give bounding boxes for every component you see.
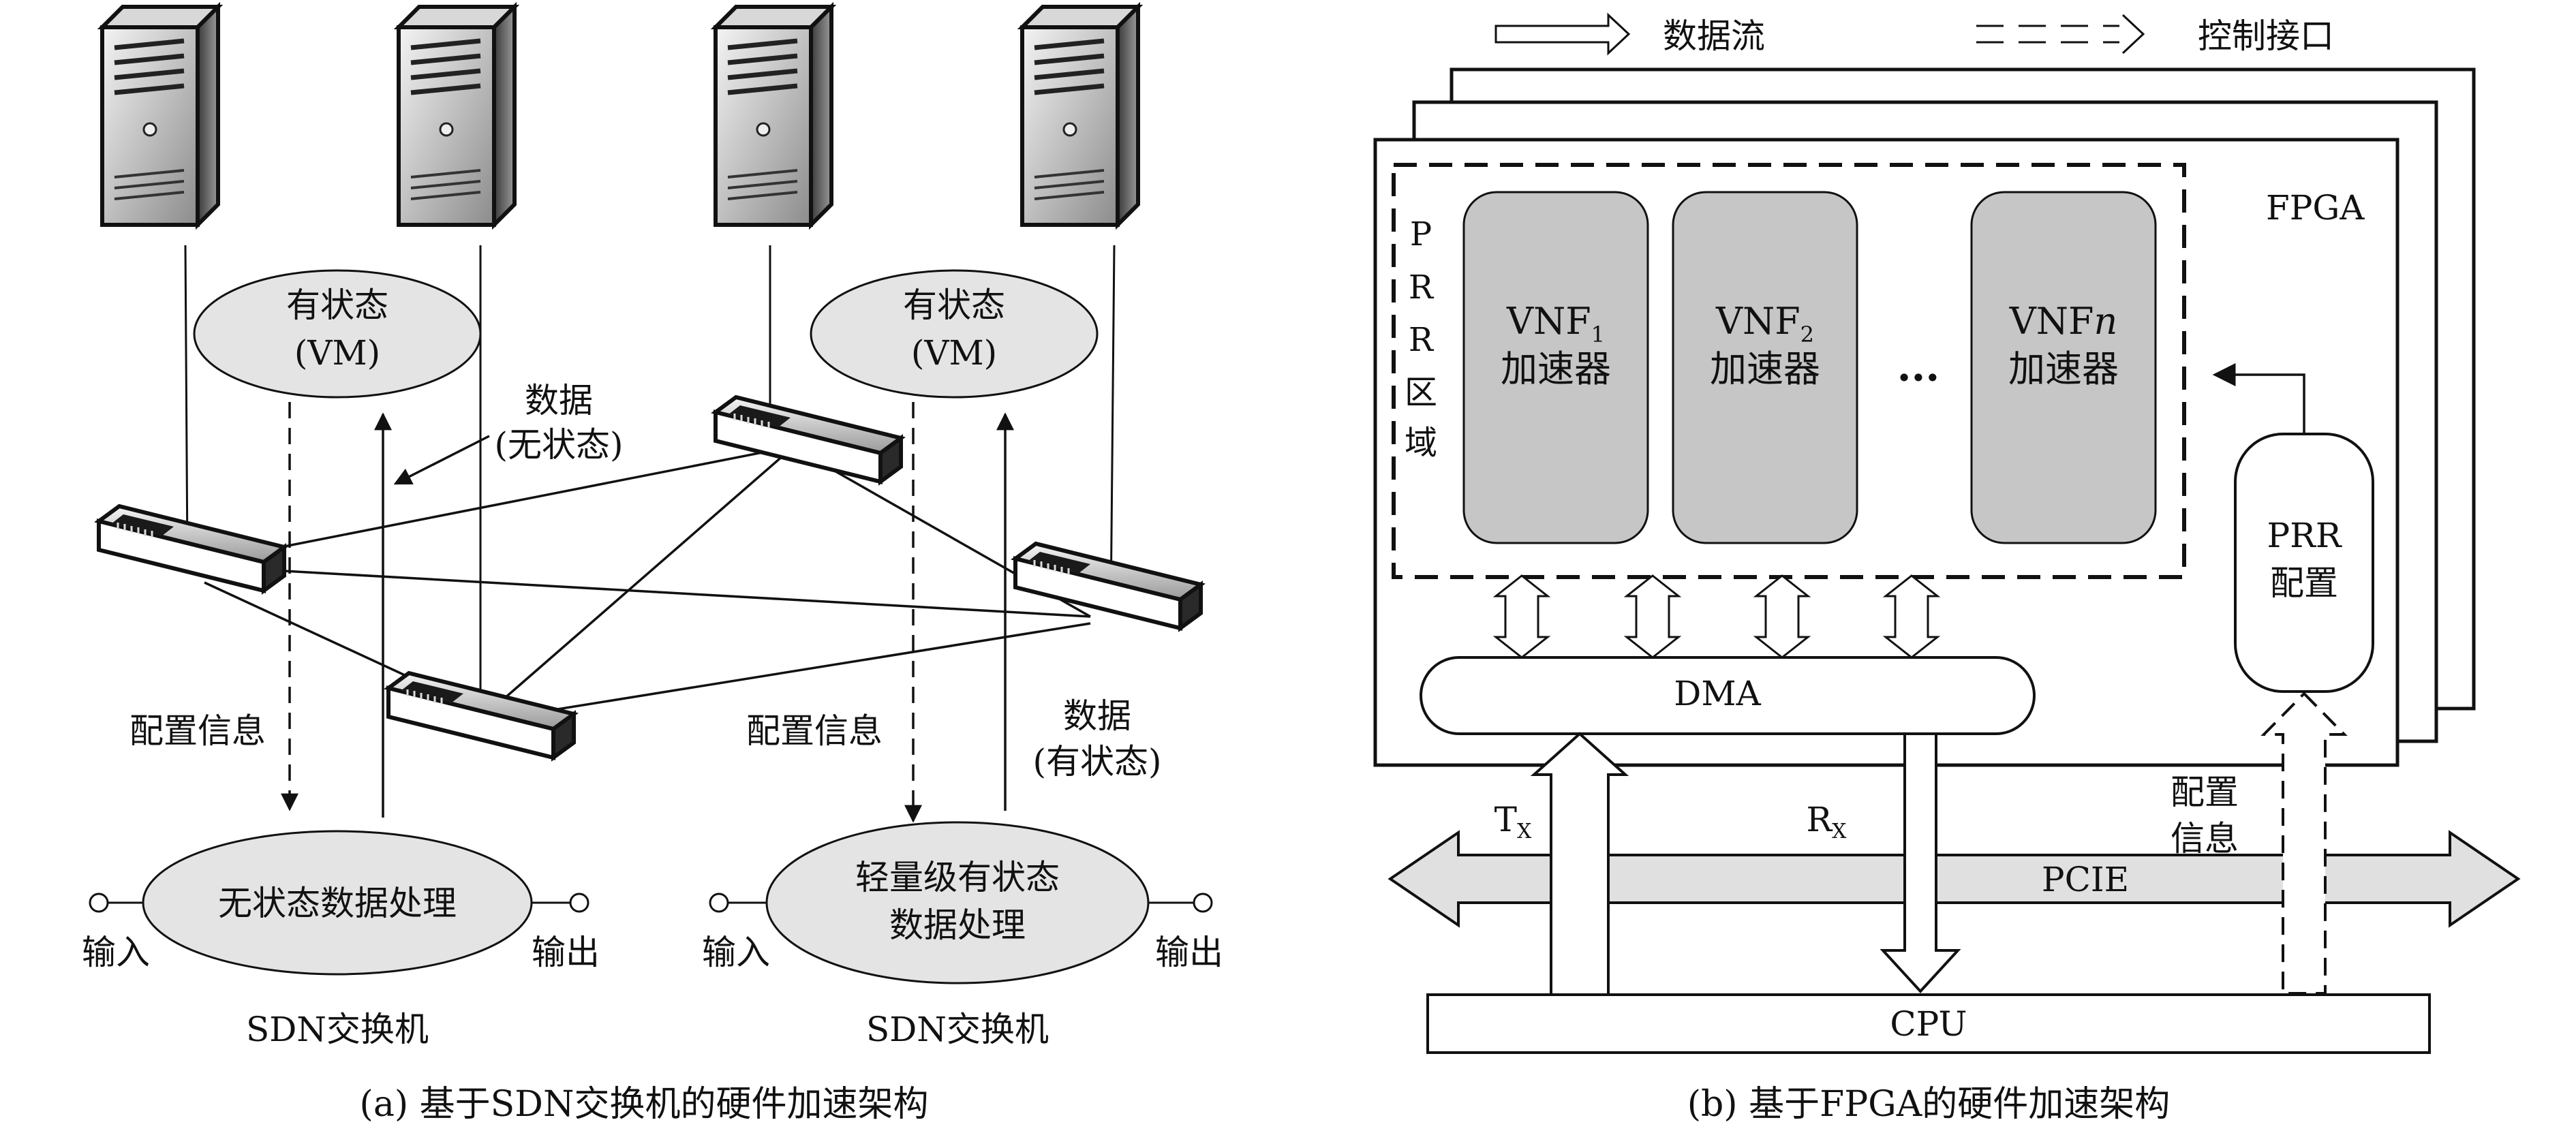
- prr-config-sub: 配置: [2270, 563, 2338, 603]
- lightweight-stateful-sub: 数据处理: [889, 905, 1026, 945]
- vnf-n-label: 加速器: [2008, 347, 2119, 390]
- legend-data-flow-label: 数据流: [1663, 16, 1765, 56]
- svg-text:VNFn: VNFn: [2009, 300, 2118, 343]
- data-stateless-pointer: [393, 435, 490, 485]
- output-label-1: 输出: [532, 933, 600, 972]
- server-icon: [399, 7, 515, 225]
- vnf-accelerator-1: VNF1 加速器: [1462, 191, 1649, 544]
- lightweight-stateful-processing: 轻量级有状态 数据处理: [709, 821, 1213, 984]
- stateful-vm-1: 有状态 (VM): [193, 269, 482, 399]
- vnf-2-sub: 2: [1800, 322, 1814, 347]
- server-icon: [716, 7, 831, 225]
- prr-region: [1392, 163, 2186, 579]
- svg-text:RX: RX: [1806, 800, 1847, 843]
- left-diagram: 有状态 (VM) 有状态 (VM) 数据 (无状态) 数据 (有状态) 配置信息…: [82, 7, 1223, 1125]
- vnf-2-name: VNF: [1715, 300, 1800, 343]
- data-flow-arrow-icon: [1494, 12, 1631, 56]
- link-s3-s2: [476, 445, 795, 724]
- vnf-accelerator-n: VNFn 加速器: [1970, 191, 2157, 544]
- prr-char-2: R: [1409, 268, 1435, 307]
- vnf-2-label: 加速器: [1710, 347, 1820, 390]
- control-interface-arrow-icon: [1976, 14, 2145, 55]
- stateless-processing-label: 无状态数据处理: [218, 884, 457, 923]
- config-info-label: 配置: [2171, 773, 2239, 812]
- svg-text:TX: TX: [1494, 800, 1532, 843]
- caption-a: (a) 基于SDN交换机的硬件加速架构: [360, 1084, 929, 1125]
- config-info-label-1: 配置信息: [129, 711, 266, 751]
- tx-sub: X: [1517, 820, 1532, 843]
- prr-config-block: PRR 配置: [2234, 433, 2374, 693]
- prr-char-3: R: [1409, 321, 1435, 359]
- fpga-label: FPGA: [2266, 188, 2365, 228]
- stateful-vm-2: 有状态 (VM): [810, 269, 1099, 399]
- network-switch-icon: [1015, 544, 1201, 628]
- link-s3-s4: [476, 622, 1091, 724]
- prr-char-1: P: [1410, 215, 1432, 253]
- cpu-label: CPU: [1890, 1004, 1967, 1044]
- vnf-n-sub: n: [2094, 300, 2117, 343]
- config-info-label-2: 配置信息: [746, 711, 883, 751]
- prr-char-5: 域: [1405, 424, 1437, 462]
- rx-sub: X: [1832, 820, 1847, 843]
- svg-text:VNF1: VNF1: [1506, 300, 1605, 347]
- switch-links: [187, 445, 1091, 724]
- prr-config-label: PRR: [2267, 516, 2342, 555]
- stateful-vm-2-sub: (VM): [911, 333, 997, 373]
- pcie-label: PCIE: [2042, 860, 2129, 899]
- rx-label: R: [1806, 800, 1833, 839]
- data-stateless-label: 数据: [525, 381, 593, 420]
- tx-label: T: [1494, 800, 1517, 839]
- vnf-1-sub: 1: [1591, 322, 1605, 347]
- accelerator-dma-arrows: [1492, 574, 1941, 659]
- vnf-n-name: VNF: [2009, 300, 2094, 343]
- dma-block: DMA: [1420, 656, 2036, 735]
- stateful-vm-2-label: 有状态: [903, 285, 1005, 325]
- data-stateless-sub: (无状态): [494, 425, 623, 465]
- network-switch-icon: [99, 506, 284, 591]
- rx-arrow: [1880, 732, 1961, 993]
- vnf-1-label: 加速器: [1501, 347, 1611, 390]
- legend-control-interface-label: 控制接口: [2198, 16, 2334, 56]
- input-label-2: 输入: [702, 933, 770, 972]
- server-icon: [102, 7, 218, 225]
- vnf-accelerator-2: VNF2 加速器: [1672, 191, 1858, 544]
- right-diagram: 数据流 控制接口 PCIE FPGA P R R 区 域: [1373, 12, 2521, 1125]
- input-label-1: 输入: [82, 933, 150, 972]
- network-switch-icon: [716, 397, 901, 482]
- prr-control-arrow: [2212, 363, 2305, 434]
- ellipsis: ···: [1897, 354, 1940, 402]
- stateful-vm-1-label: 有状态: [286, 285, 388, 325]
- caption-b: (b) 基于FPGA的硬件加速架构: [1687, 1084, 2171, 1125]
- server-uplinks: [184, 245, 1116, 722]
- config-dashed-arrow: [2260, 692, 2348, 995]
- dma-label: DMA: [1674, 674, 1761, 713]
- legend: 数据流 控制接口: [1494, 12, 2334, 56]
- prr-region-label: P R R 区 域: [1405, 215, 1437, 462]
- sdn-switch-label-1: SDN交换机: [246, 1010, 429, 1049]
- prr-char-4: 区: [1405, 373, 1437, 412]
- server-icon: [1022, 7, 1138, 225]
- link-s1-s4: [187, 564, 1091, 618]
- cpu-block: CPU: [1426, 993, 2431, 1054]
- output-label-2: 输出: [1155, 933, 1223, 972]
- vnf-1-name: VNF: [1506, 300, 1591, 343]
- data-stateful-label: 数据: [1063, 696, 1131, 736]
- lightweight-stateful-label: 轻量级有状态: [855, 858, 1060, 897]
- pcie-bus: [1387, 830, 2521, 928]
- config-info-sub: 信息: [2171, 819, 2239, 858]
- tx-arrow: [1530, 732, 1629, 996]
- svg-text:VNF2: VNF2: [1715, 300, 1814, 347]
- stateless-processing: 无状态数据处理: [89, 830, 589, 976]
- stateful-vm-1-sub: (VM): [294, 333, 380, 373]
- data-stateful-sub: (有状态): [1032, 742, 1161, 781]
- sdn-switch-label-2: SDN交换机: [866, 1010, 1049, 1049]
